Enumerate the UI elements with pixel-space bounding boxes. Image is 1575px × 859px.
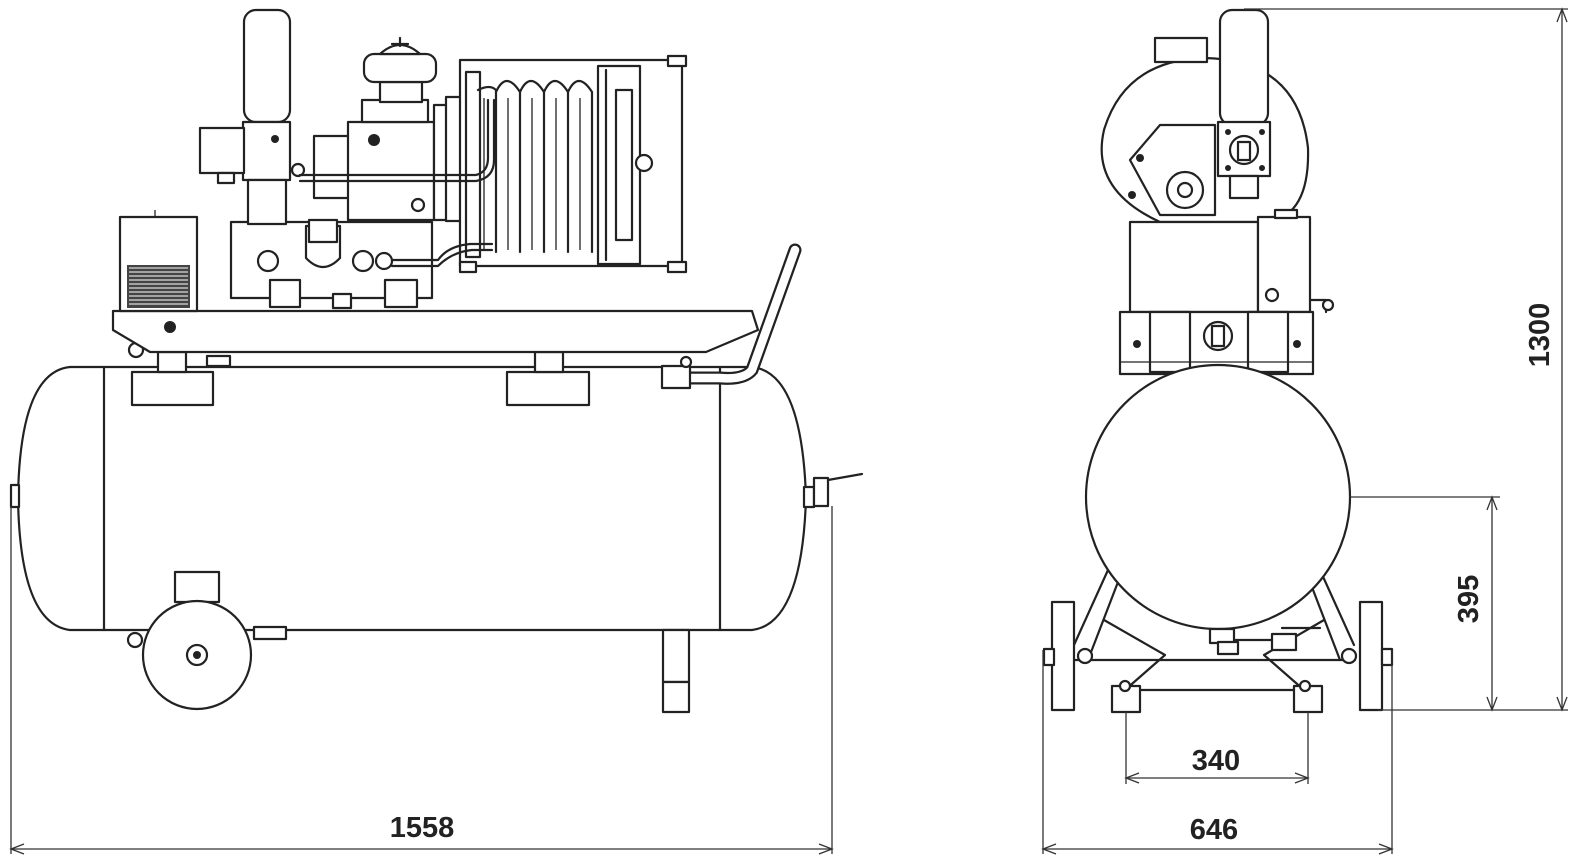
side-filter-tower [198,8,306,226]
front-frame [1118,310,1315,376]
front-control-box [1128,208,1335,314]
side-base-plate [111,309,760,354]
dimension-height [1244,7,1568,712]
side-view [9,8,864,714]
dimension-tank-axis-label: 395 [1453,575,1485,623]
front-drain-valve [1208,626,1322,656]
front-filter-tower [1216,8,1272,200]
dimension-width-label: 646 [1190,814,1238,846]
dimension-tank-axis [1350,495,1500,712]
side-piping [298,98,496,268]
dimension-height-label: 1300 [1524,303,1556,368]
side-pump-unit [229,218,434,310]
side-saddles [127,341,591,407]
front-tank [1084,363,1352,631]
side-tank [9,365,864,641]
dimension-width [1041,650,1394,855]
side-foot [661,628,691,714]
dimension-wheel-track [1124,712,1310,784]
side-handle [660,243,802,390]
front-view [1042,8,1394,714]
side-electric-box [118,210,199,313]
dimension-length-label: 1558 [390,812,455,844]
front-stand [1072,568,1357,714]
front-wheels [1042,600,1394,712]
side-cooler [458,54,688,274]
side-crankcase [312,36,482,223]
dimension-length [9,506,834,855]
dimension-wheel-track-label: 340 [1192,745,1240,777]
front-cooler-disc [1100,36,1310,224]
side-wheel [126,570,253,711]
